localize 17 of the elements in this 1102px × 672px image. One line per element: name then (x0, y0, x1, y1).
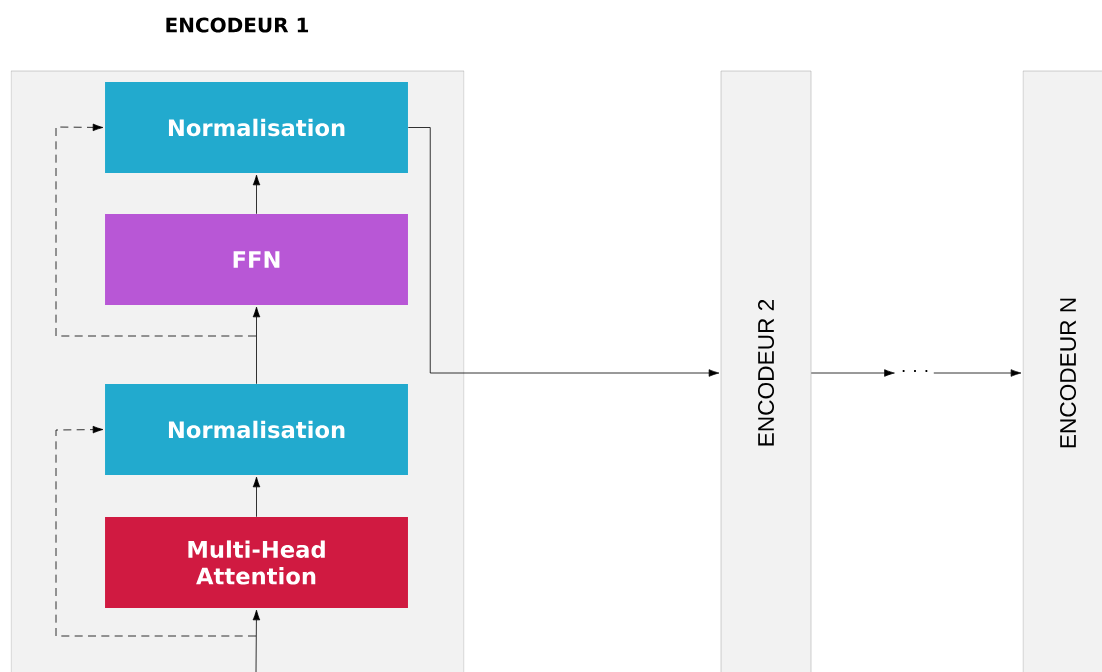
layer-box: FFN (105, 214, 408, 305)
encoder-panel: ENCODEUR 2 (720, 70, 812, 672)
layer-box: Normalisation (105, 384, 408, 475)
arrow (252, 476, 261, 518)
arrow (933, 369, 1022, 377)
arrow (252, 174, 261, 215)
layer-box: Normalisation (105, 82, 408, 173)
encoder-panel: ENCODEUR N (1022, 70, 1102, 672)
dashed-arrow (55, 123, 257, 337)
layer-box: Multi-Head Attention (105, 517, 408, 608)
arrow (252, 306, 261, 385)
arrow (252, 609, 261, 672)
node-label: ENCODEUR 1 (166, 17, 309, 33)
arrow (810, 369, 895, 377)
dashed-arrow (55, 425, 257, 637)
arrow (407, 127, 720, 377)
ellipsis-text: · · · (902, 370, 928, 372)
